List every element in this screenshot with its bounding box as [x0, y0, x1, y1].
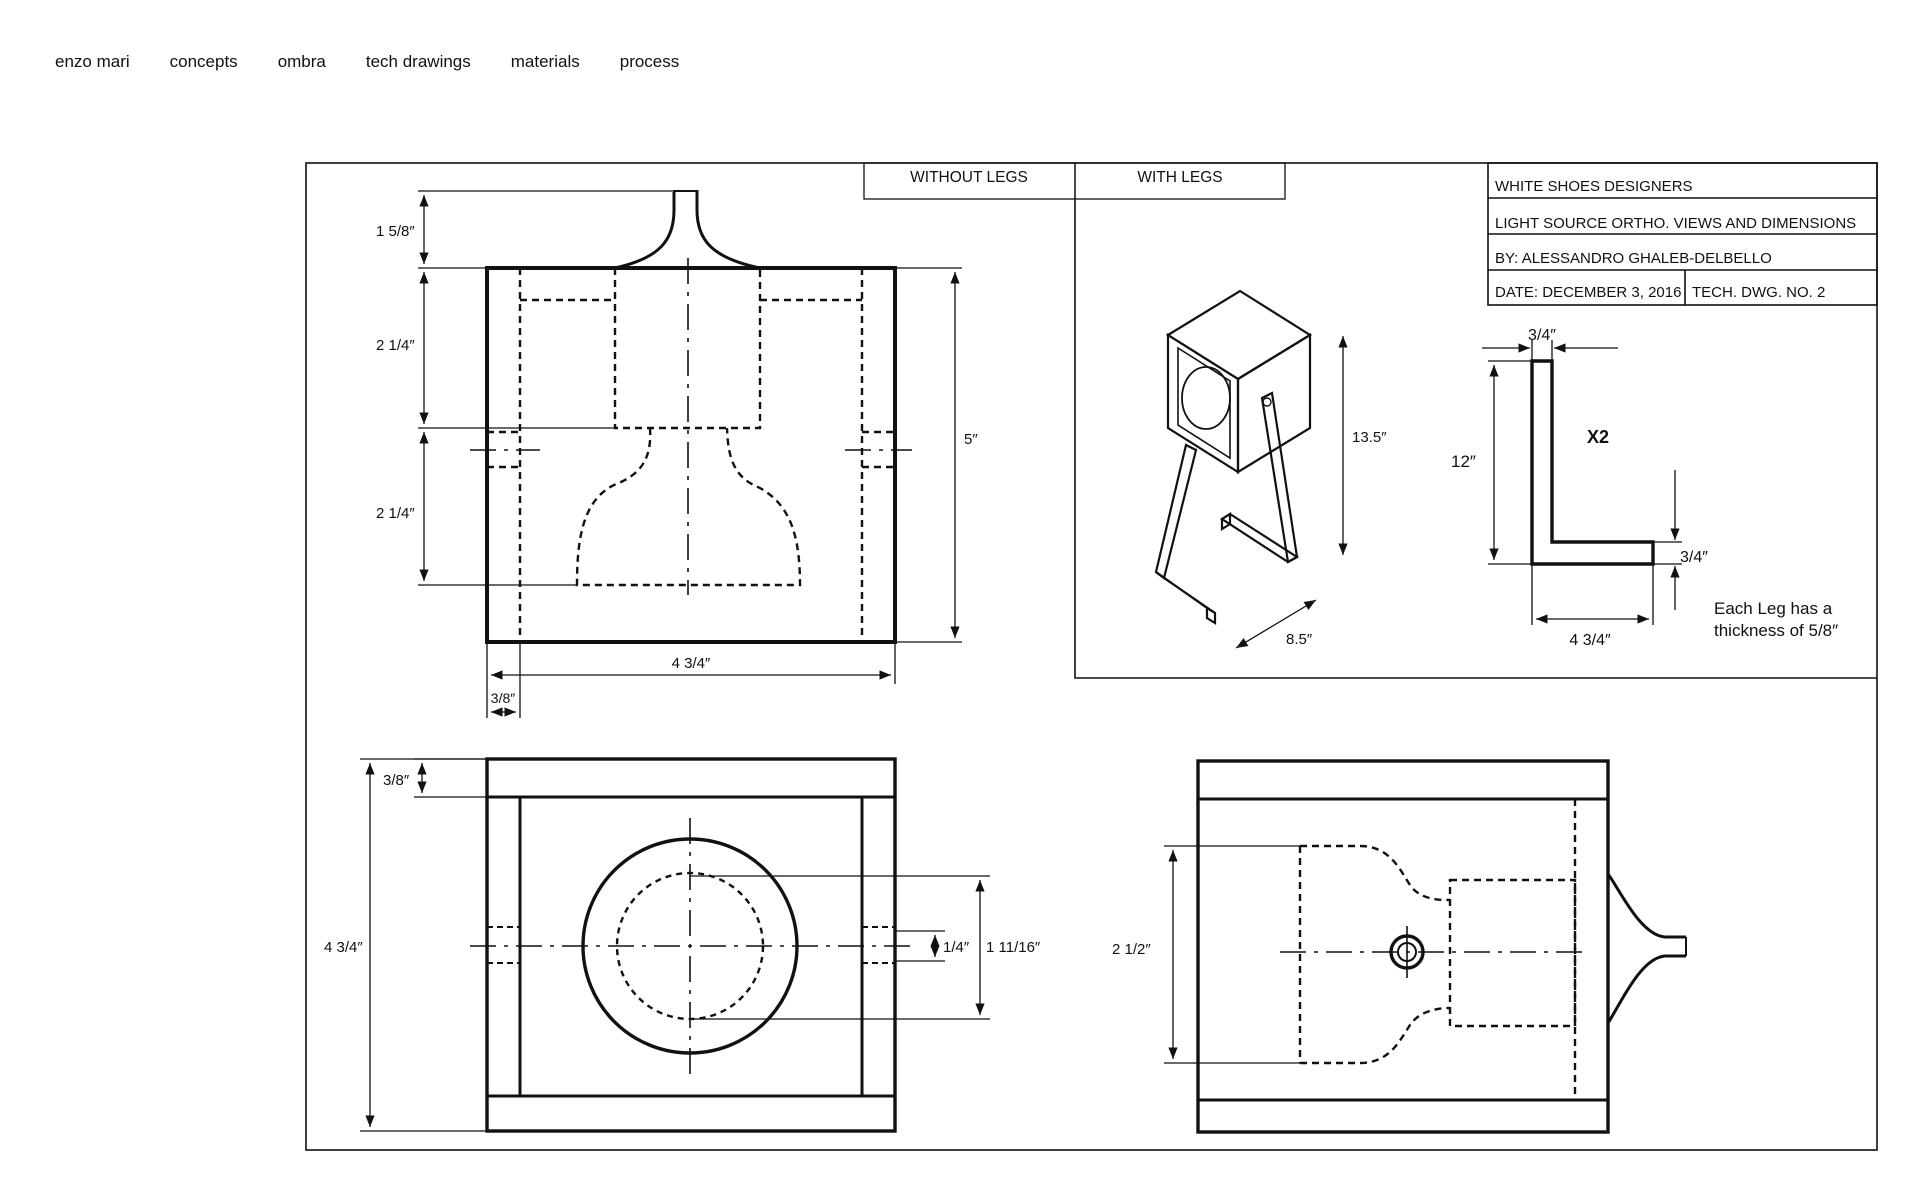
- isometric-view: [1154, 289, 1348, 649]
- leg-note-line2: thickness of 5/8″: [1714, 621, 1838, 640]
- side-view-body: [1196, 759, 1610, 1134]
- title-block-title: LIGHT SOURCE ORTHO. VIEWS AND DIMENSIONS: [1495, 215, 1856, 232]
- title-block-dwg-no: TECH. DWG. NO. 2: [1692, 284, 1825, 301]
- dim-leg-height: 12″: [1451, 452, 1476, 471]
- iso-cube-inner-frame: [1177, 346, 1231, 460]
- front-view-hidden-lines: [487, 268, 895, 642]
- dim-top-wall: 3/8″: [383, 772, 410, 789]
- title-block-frame: [1487, 162, 1878, 306]
- side-view-neck: [1606, 873, 1686, 1024]
- iso-pivot: [1262, 397, 1272, 407]
- title-block-company: WHITE SHOES DESIGNERS: [1495, 178, 1693, 195]
- iso-foot-left-end: [1205, 606, 1217, 625]
- front-view-neck: [614, 190, 761, 270]
- dim-top-depth: 4 3/4″: [324, 939, 363, 956]
- tab-without-legs[interactable]: WITHOUT LEGS: [910, 169, 1028, 186]
- leg-profile: [1530, 359, 1655, 566]
- iso-foot-right-end: [1220, 512, 1232, 531]
- leg-quantity: X2: [1587, 427, 1609, 447]
- front-view-body: [485, 266, 897, 644]
- dim-iso-depth: 8.5″: [1286, 631, 1313, 648]
- leg-view: [1482, 340, 1682, 625]
- top-nav: enzo mari concepts ombra tech drawings m…: [55, 50, 719, 74]
- iso-cube-side: [1236, 333, 1312, 474]
- dim-front-upper: 2 1/4″: [376, 337, 415, 354]
- top-view: [360, 757, 990, 1133]
- dim-top-hole: 1/4″: [943, 939, 970, 956]
- dim-top-diameter: 1 11/16″: [986, 939, 1041, 956]
- front-view-centerlines: [470, 258, 912, 595]
- iso-leg-left: [1154, 443, 1198, 580]
- front-view-dimension-lines: [418, 190, 962, 718]
- top-view-body: [485, 757, 897, 1133]
- dim-leg-foot-length: 4 3/4″: [1569, 632, 1611, 649]
- dim-side-height: 2 1/2″: [1112, 941, 1151, 958]
- dim-front-height: 5″: [964, 431, 978, 448]
- tab-with-legs-box: [1074, 162, 1286, 200]
- dim-front-top: 1 5/8″: [376, 223, 415, 240]
- dim-front-wall: 3/8″: [491, 690, 515, 706]
- nav-link-materials[interactable]: materials: [510, 52, 580, 71]
- with-legs-panel-border: [1074, 199, 1877, 679]
- dim-iso-height: 13.5″: [1352, 429, 1387, 446]
- nav-link-ombra[interactable]: ombra: [277, 52, 326, 71]
- nav-link-tech-drawings[interactable]: tech drawings: [365, 52, 471, 71]
- iso-cube-top: [1165, 289, 1313, 381]
- side-view: [1164, 759, 1687, 1134]
- tab-with-legs[interactable]: WITH LEGS: [1137, 169, 1222, 186]
- leg-note-line1: Each Leg has a: [1714, 599, 1833, 618]
- nav-link-process[interactable]: process: [619, 52, 680, 71]
- nav-link-concepts[interactable]: concepts: [169, 52, 238, 71]
- title-block-author: BY: ALESSANDRO GHALEB-DELBELLO: [1495, 250, 1772, 267]
- front-view: [418, 190, 962, 718]
- dim-leg-thickness-foot: 3/4″: [1680, 549, 1708, 566]
- nav-link-enzo-mari[interactable]: enzo mari: [55, 52, 130, 71]
- sheet-border: [305, 162, 1878, 1151]
- dim-front-lower: 2 1/4″: [376, 505, 415, 522]
- title-block-date: DATE: DECEMBER 3, 2016: [1495, 284, 1681, 301]
- iso-lamp-disc: [1181, 366, 1231, 430]
- dim-leg-thickness-top: 3/4″: [1528, 327, 1556, 344]
- dim-front-width: 4 3/4″: [672, 655, 711, 672]
